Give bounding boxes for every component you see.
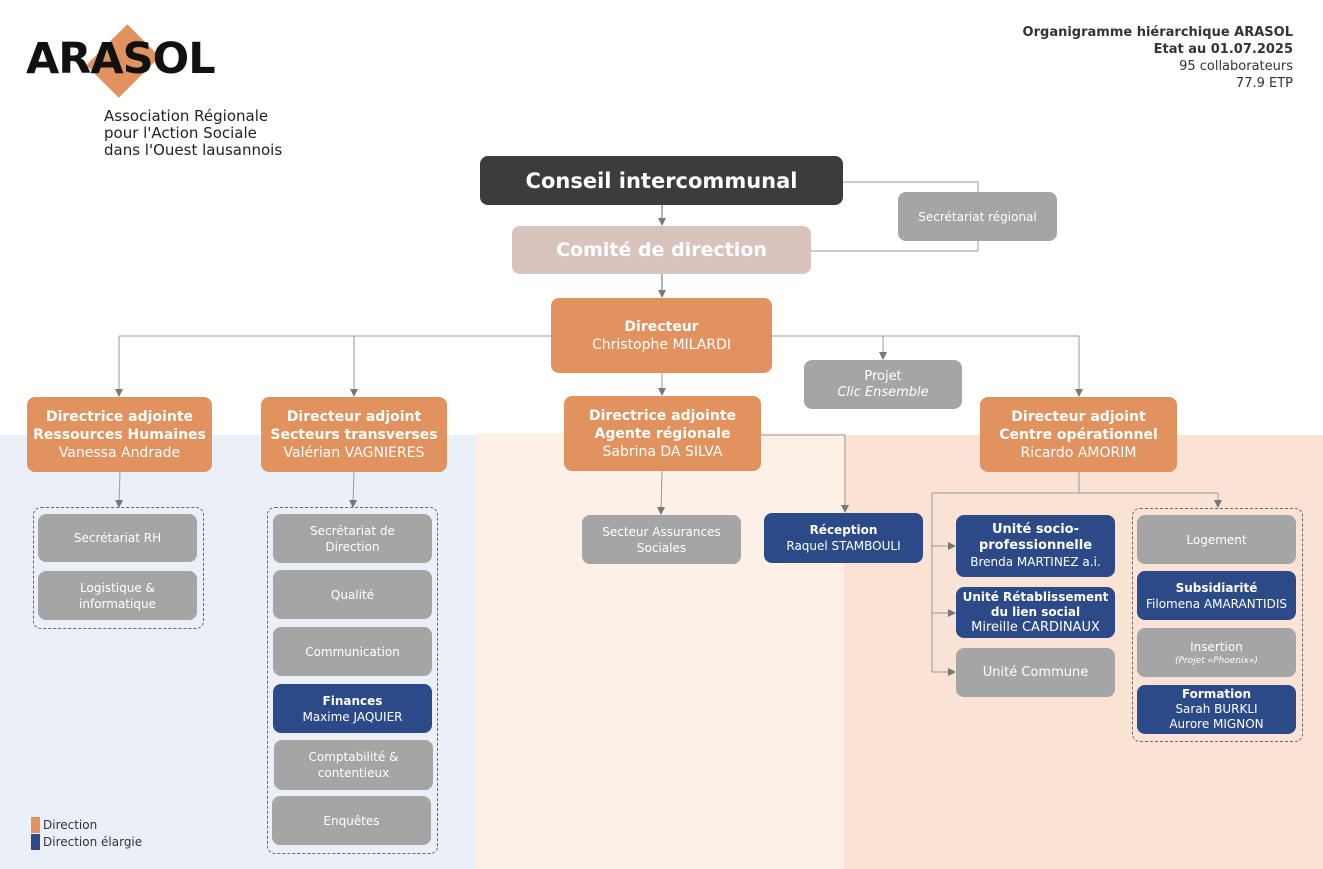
legend-direction-elargie: Direction élargie (31, 834, 142, 850)
conseil-intercommunal-box: Conseil intercommunal (480, 156, 843, 205)
logistique-box: Logistique & informatique (38, 571, 197, 620)
chart-title: Organigramme hiérarchique ARASOL (1022, 25, 1293, 40)
directeur-name: Christophe MILARDI (591, 336, 731, 353)
rh-group (33, 507, 204, 629)
subsidiarite-box: Subsidiarité Filomena AMARANTIDIS (1137, 571, 1296, 620)
regionale-deputy-box: Directrice adjointe Agente régionale Sab… (564, 396, 761, 471)
qualite-label: Qualité (330, 587, 375, 602)
transverses-name: Valérian VAGNIERES (283, 444, 425, 461)
operationnel-title1: Directeur adjoint (1011, 408, 1146, 425)
conseil-label: Conseil intercommunal (525, 168, 798, 193)
projet-name: Clic Ensemble (837, 384, 929, 400)
unite-commune-label: Unité Commune (982, 664, 1089, 680)
unite-retab-title: Unité Rétablissement du lien social (962, 589, 1109, 619)
regionale-title2: Agente régionale (594, 425, 731, 442)
reception-title: Réception (809, 523, 878, 537)
rh-title1: Directrice adjointe (45, 408, 194, 425)
unite-socio-title: Unité socio- professionnelle (978, 522, 1093, 553)
formation-name2: Aurore MIGNON (1169, 717, 1264, 731)
unite-retab-name: Mireille CARDINAUX (971, 619, 1100, 635)
unite-retablissement-box: Unité Rétablissement du lien social Mire… (956, 587, 1115, 638)
regionale-name: Sabrina DA SILVA (602, 443, 723, 460)
directeur-title: Directeur (624, 318, 699, 335)
formation-title: Formation (1181, 687, 1252, 701)
rh-deputy-box: Directrice adjointe Ressources Humaines … (27, 397, 212, 472)
legend-direction-swatch (31, 817, 40, 833)
insertion-box: Insertion (Projet «Phoenix») (1137, 628, 1296, 677)
transverses-title2: Secteurs transverses (270, 426, 438, 443)
transverses-title1: Directeur adjoint (286, 408, 422, 425)
unite-socio-box: Unité socio- professionnelle Brenda MART… (956, 515, 1115, 577)
comite-direction-box: Comité de direction (512, 226, 811, 274)
comite-label: Comité de direction (556, 239, 767, 261)
logo-text: ARASOL (26, 34, 216, 84)
qualite-box: Qualité (273, 570, 432, 619)
rh-title2: Ressources Humaines (33, 426, 206, 443)
communication-box: Communication (273, 627, 432, 676)
communication-label: Communication (305, 644, 400, 659)
insertion-label: Insertion (1190, 639, 1243, 654)
subsidiarite-name: Filomena AMARANTIDIS (1146, 596, 1287, 611)
finances-box: Finances Maxime JAQUIER (273, 684, 432, 733)
operationnel-group (1132, 508, 1303, 742)
zone-regionale (476, 433, 844, 869)
secretariat-direction-box: Secrétariat de Direction (273, 514, 432, 563)
secretariat-rh-label: Secrétariat RH (73, 531, 162, 545)
secretariat-direction-label: Secrétariat de Direction (310, 523, 395, 554)
enquetes-box: Enquêtes (272, 796, 431, 845)
legend-direction-elargie-swatch (31, 834, 40, 850)
org-name-line: dans l'Ouest lausannois (104, 141, 283, 159)
reception-name: Raquel STAMBOULI (786, 539, 901, 553)
projet-label: Projet (864, 368, 902, 384)
assurances-sociales-label: Secteur Assurances Sociales (602, 524, 721, 555)
rh-name: Vanessa Andrade (58, 444, 181, 461)
staff-count: 95 collaborateurs (1179, 59, 1293, 74)
logo: ARASOL (24, 22, 216, 102)
finances-title: Finances (322, 693, 383, 708)
org-name: Association Régionale pour l'Action Soci… (104, 108, 282, 159)
insertion-sub: (Projet «Phoenix») (1175, 655, 1258, 666)
directeur-box: Directeur Christophe MILARDI (551, 298, 772, 373)
reception-box: Réception Raquel STAMBOULI (764, 513, 923, 563)
formation-box: Formation Sarah BURKLI Aurore MIGNON (1137, 685, 1296, 734)
logistique-label: Logistique & informatique (79, 580, 156, 611)
secretariat-regional-box: Secrétariat régional (898, 192, 1057, 241)
transverses-deputy-box: Directeur adjoint Secteurs transverses V… (261, 397, 447, 472)
legend-direction: Direction (31, 817, 97, 833)
formation-name1: Sarah BURKLI (1175, 702, 1258, 716)
logement-label: Logement (1186, 532, 1247, 547)
finances-name: Maxime JAQUIER (302, 709, 403, 724)
org-name-line: Association Régionale (104, 107, 269, 125)
org-name-line: pour l'Action Sociale (104, 124, 257, 142)
chart-date: Etat au 01.07.2025 (1153, 42, 1293, 57)
projet-clic-box: Projet Clic Ensemble (804, 360, 962, 409)
logement-box: Logement (1137, 515, 1296, 564)
transverses-group (267, 507, 438, 854)
title-block: Organigramme hiérarchique ARASOL Etat au… (1023, 24, 1293, 92)
unite-socio-name: Brenda MARTINEZ a.i. (970, 555, 1101, 569)
etp-count: 77.9 ETP (1235, 76, 1293, 91)
operationnel-name: Ricardo AMORIM (1020, 444, 1137, 461)
operationnel-deputy-box: Directeur adjoint Centre opérationnel Ri… (980, 397, 1177, 472)
legend-direction-label: Direction (43, 818, 98, 832)
comptabilite-label: Comptabilité & contentieux (308, 750, 399, 780)
regionale-title1: Directrice adjointe (588, 407, 737, 424)
comptabilite-box: Comptabilité & contentieux (274, 740, 433, 790)
secretariat-rh-box: Secrétariat RH (38, 514, 197, 562)
operationnel-title2: Centre opérationnel (999, 426, 1158, 443)
assurances-sociales-box: Secteur Assurances Sociales (582, 515, 741, 564)
secretariat-regional-label: Secrétariat régional (918, 209, 1037, 224)
enquetes-label: Enquêtes (323, 813, 380, 828)
subsidiarite-title: Subsidiarité (1175, 580, 1258, 595)
unite-commune-box: Unité Commune (956, 648, 1115, 697)
legend-direction-elargie-label: Direction élargie (43, 835, 143, 849)
